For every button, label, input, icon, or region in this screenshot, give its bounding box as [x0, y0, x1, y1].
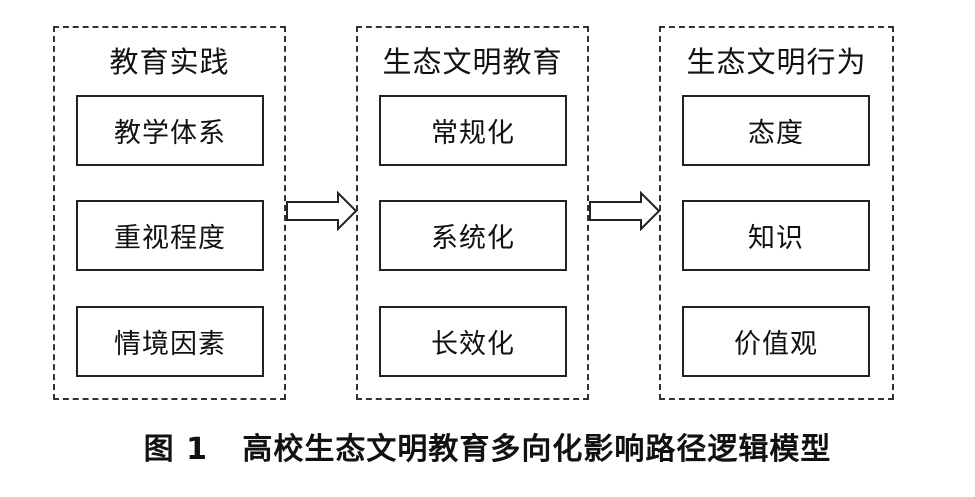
- node-values: 价值观: [682, 306, 870, 377]
- figure-title: 高校生态文明教育多向化影响路径逻辑模型: [242, 432, 832, 467]
- eco-civilization-behavior-group: 生态文明行为 态度 知识 价值观: [659, 26, 894, 400]
- node-teaching-system: 教学体系: [76, 95, 264, 166]
- caption-spacer: [208, 432, 242, 467]
- node-systematization: 系统化: [379, 200, 567, 271]
- education-practice-group: 教育实践 教学体系 重视程度 情境因素: [53, 26, 286, 400]
- node-emphasis-level: 重视程度: [76, 200, 264, 271]
- arrow-icon: [286, 191, 358, 231]
- node-attitude: 态度: [682, 95, 870, 166]
- node-long-term: 长效化: [379, 306, 567, 377]
- group-title: 教育实践: [109, 45, 230, 79]
- node-knowledge: 知识: [682, 200, 870, 271]
- group-title: 生态文明行为: [686, 45, 867, 79]
- node-context-factors: 情境因素: [76, 306, 264, 377]
- eco-civilization-education-group: 生态文明教育 常规化 系统化 长效化: [356, 26, 589, 400]
- group-title: 生态文明教育: [382, 45, 563, 79]
- figure-caption: 图 1 高校生态文明教育多向化影响路径逻辑模型: [0, 424, 975, 468]
- node-routinization: 常规化: [379, 95, 567, 166]
- figure-label: 图 1: [143, 432, 208, 467]
- arrow-icon: [589, 191, 661, 231]
